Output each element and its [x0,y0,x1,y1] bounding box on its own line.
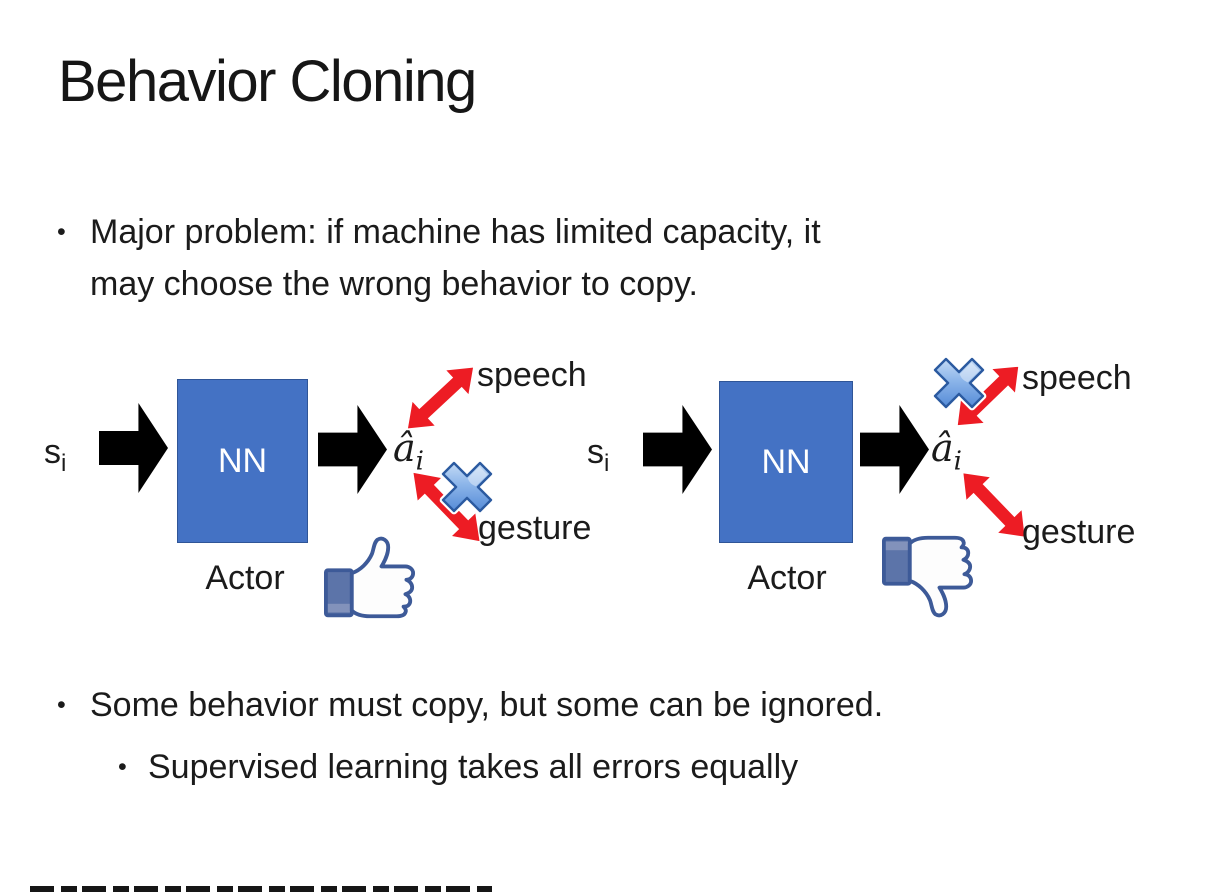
bullet-some-behavior-text: Some behavior must copy, but some can be… [90,686,884,724]
block-arrow-icon [643,404,712,495]
nn-label: NN [761,442,811,481]
block-arrow-icon [860,404,929,495]
bullet-some-behavior: • Some behavior must copy, but some can … [57,679,1177,731]
bullet-marker: • [118,753,127,781]
left-actor-label: Actor [205,559,285,597]
bullet-major-problem: • Major problem: if machine has limited … [57,206,1137,310]
state-symbol: s [587,433,604,471]
right-actor-label: Actor [747,559,827,597]
left-action-label: âi [393,428,424,482]
bullet-marker: • [57,691,66,719]
nn-label: NN [217,441,268,480]
left-nn-box: NN [177,379,308,543]
state-subscript: i [604,449,610,477]
action-subscript: i [415,446,424,477]
bullet-supervised-learning: • Supervised learning takes all errors e… [118,741,1138,793]
right-speech-label: speech [1022,359,1132,397]
page-title: Behavior Cloning [58,49,477,114]
action-symbol: â [393,426,416,470]
bullet-supervised-learning-text: Supervised learning takes all errors equ… [148,748,799,786]
bullet-major-problem-text: Major problem: if machine has limited ca… [90,206,821,310]
bullet-line-2: may choose the wrong behavior to copy. [90,265,698,303]
bullet-line-1: Major problem: if machine has limited ca… [90,213,821,251]
right-nn-box: NN [719,381,853,543]
right-action-label: âi [931,428,962,482]
cutoff-content-strip [30,886,492,892]
thumbs-down-icon [882,535,974,618]
state-subscript: i [61,449,67,477]
left-gesture-label: gesture [478,509,592,547]
thumbs-up-icon [323,536,416,619]
action-subscript: i [953,446,962,477]
double-arrow-icon [396,355,485,441]
action-symbol: â [931,426,954,470]
state-symbol: s [44,433,61,471]
right-gesture-label: gesture [1022,513,1136,551]
blue-cross-icon [928,352,990,414]
left-speech-label: speech [477,356,587,394]
block-arrow-icon [99,403,168,493]
right-state-label: si [587,433,609,483]
block-arrow-icon [318,404,387,495]
bullet-marker: • [57,218,66,246]
left-state-label: si [44,433,66,483]
